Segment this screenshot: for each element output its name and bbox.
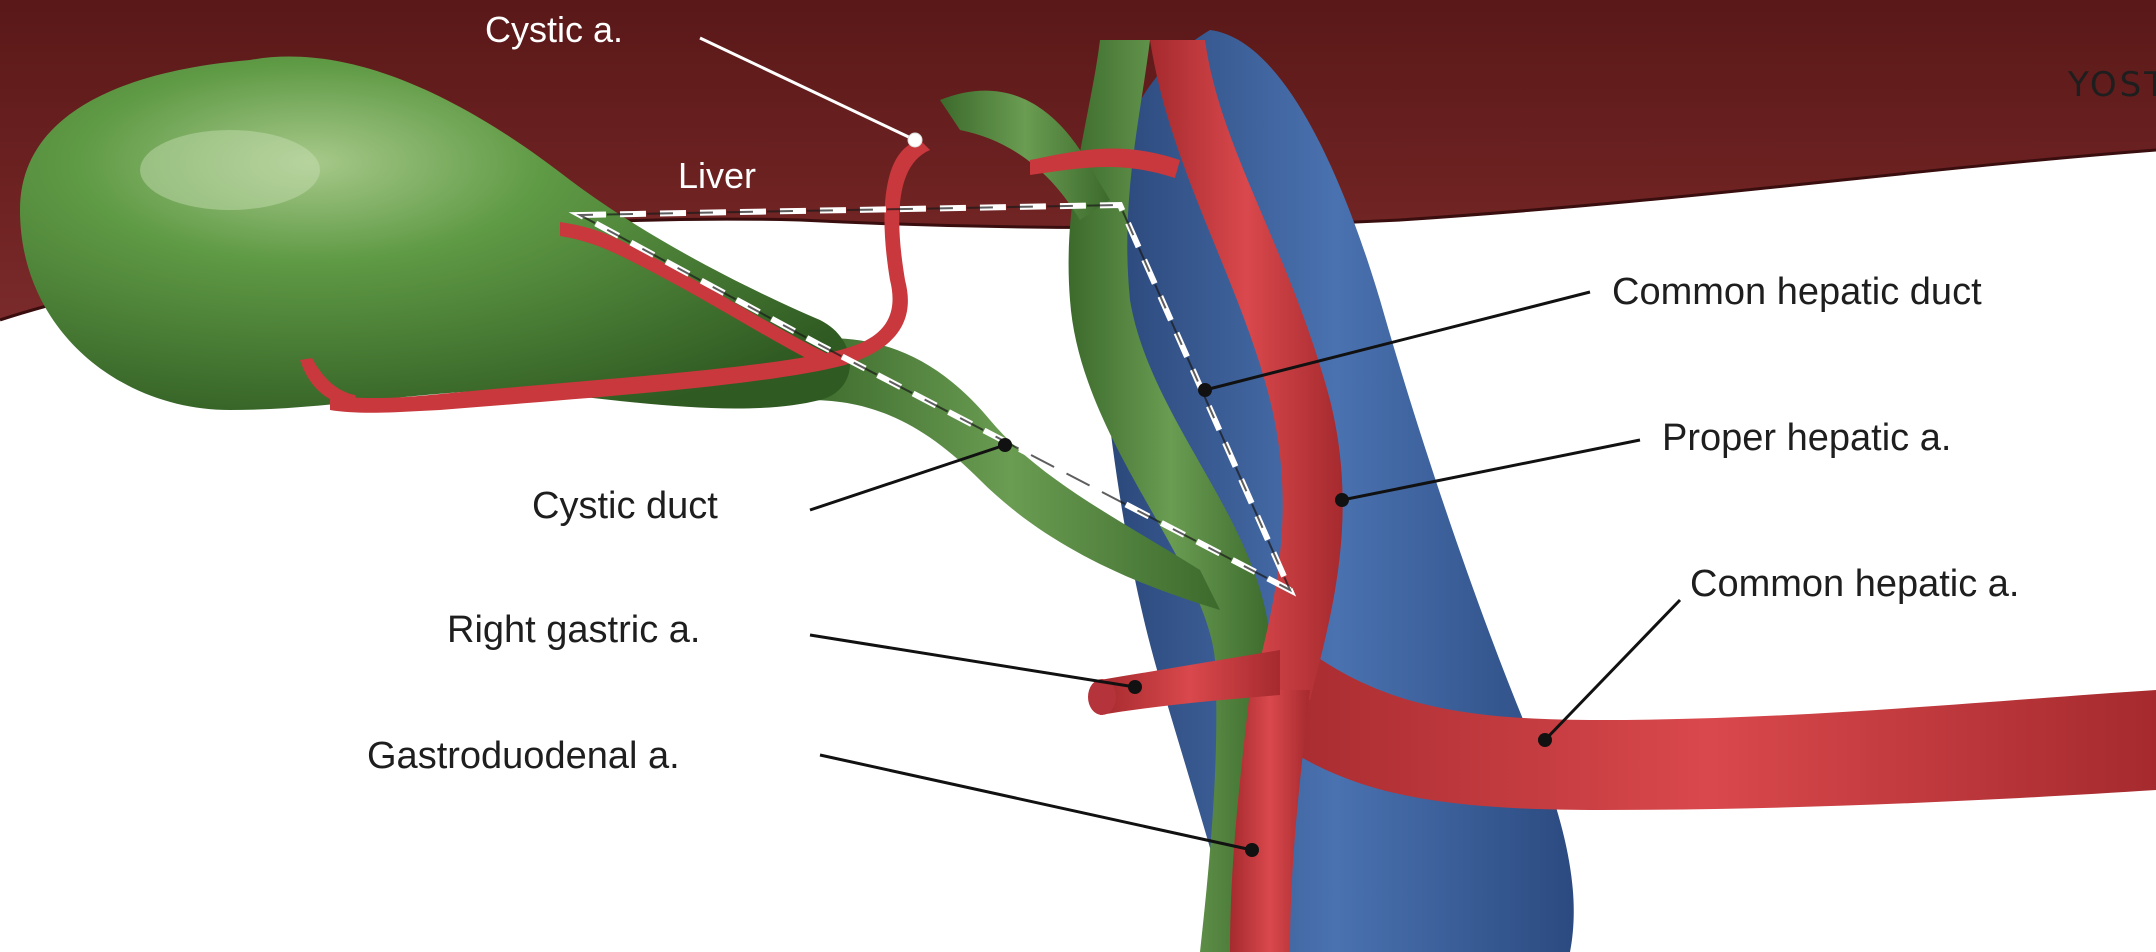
leader-dot-cystic-duct xyxy=(998,438,1012,452)
leader-right-gastric-artery xyxy=(810,635,1135,687)
label-common-hepatic-duct: Common hepatic duct xyxy=(1612,271,1982,313)
leader-common-hepatic-artery xyxy=(1545,600,1680,740)
label-cystic-duct: Cystic duct xyxy=(532,485,718,527)
leader-dot-right-gastric-artery xyxy=(1128,680,1142,694)
label-liver: Liver xyxy=(678,155,756,196)
leader-dot-cystic-artery xyxy=(908,133,922,147)
leader-dot-proper-hepatic-artery xyxy=(1335,493,1349,507)
leader-dot-common-hepatic-duct xyxy=(1198,383,1212,397)
label-proper-hepatic-artery: Proper hepatic a. xyxy=(1662,417,1951,459)
artist-signature: YOST xyxy=(2067,65,2156,105)
leader-dot-gastroduodenal-artery xyxy=(1245,843,1259,857)
leader-cystic-duct xyxy=(810,445,1005,510)
label-right-gastric-artery: Right gastric a. xyxy=(447,609,700,651)
leader-dot-common-hepatic-artery xyxy=(1538,733,1552,747)
label-common-hepatic-artery: Common hepatic a. xyxy=(1690,563,2020,605)
gallbladder-highlight xyxy=(140,130,320,210)
label-cystic-artery: Cystic a. xyxy=(485,9,623,50)
label-gastroduodenal-artery: Gastroduodenal a. xyxy=(367,735,680,777)
